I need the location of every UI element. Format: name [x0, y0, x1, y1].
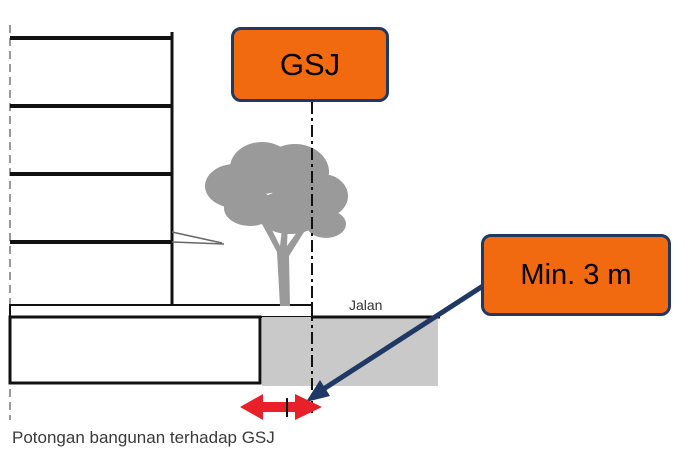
min-distance-callout: Min. 3 m [481, 234, 671, 316]
building-floors [10, 36, 172, 244]
caption: Potongan bangunan terhadap GSJ [12, 428, 275, 447]
pointer-arrow [306, 281, 488, 402]
ground-fill [262, 317, 438, 386]
basement [8, 315, 262, 385]
gsj-callout: GSJ [231, 27, 389, 102]
road-label: Jalan [349, 297, 383, 313]
dimension-arrow [240, 394, 322, 420]
canopy [171, 231, 225, 245]
gsj-label: GSJ [279, 46, 341, 82]
min-distance-label: Min. 3 m [520, 258, 632, 291]
tree-icon [205, 142, 348, 306]
ground-slab [9, 304, 313, 318]
